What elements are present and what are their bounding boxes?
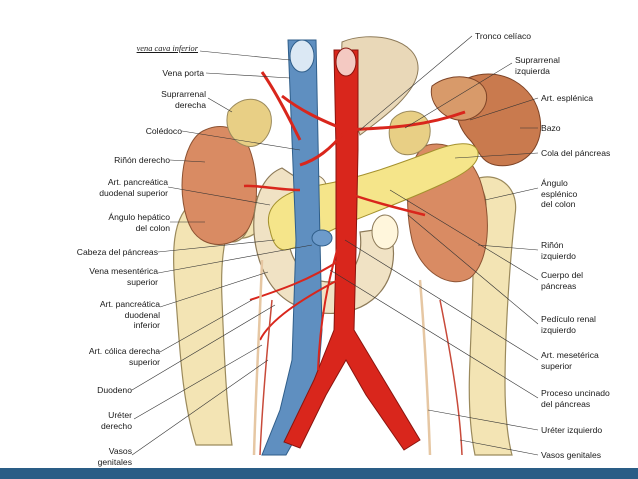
renal-vessels — [243, 184, 426, 217]
label-cola-pancreas: Cola del páncreas — [541, 148, 611, 158]
label-art-pancreatica-duodenal-superior: Art. pancreática duodenal superior — [99, 177, 168, 198]
label-bazo: Bazo — [541, 123, 561, 133]
label-vena-cava-inferior: vena cava inferior — [136, 44, 198, 53]
label-tronco-celiaco: Tronco celíaco — [475, 31, 532, 41]
label-suprarrenal-derecha: Suprarrenal derecha — [161, 89, 206, 110]
label-vasos-genitales-der: Vasos genitales — [541, 450, 602, 460]
mesenteric-artery — [249, 239, 341, 371]
ureters — [252, 259, 432, 456]
label-cabeza-pancreas: Cabeza del páncreas — [76, 247, 158, 257]
label-suprarrenal-izquierda: Suprarrenal izquierda — [515, 55, 560, 76]
label-art-colica-derecha: Art. cólica derecha superior — [88, 346, 160, 367]
genital-vessels — [259, 299, 463, 456]
label-art-mesenterica: Art. mesetérica superior — [541, 350, 599, 371]
label-duodeno: Duodeno — [97, 385, 132, 395]
ivc-top — [289, 39, 315, 73]
bottom-band — [0, 468, 638, 479]
label-rinon-izquierdo: Riñón izquierdo — [541, 240, 576, 261]
label-angulo-esplenico: Ángulo esplénico del colon — [541, 178, 578, 209]
label-pediculo-renal: Pedículo renal izquierdo — [541, 314, 596, 335]
portal-vein-section — [311, 229, 333, 247]
label-cuerpo-pancreas: Cuerpo del páncreas — [541, 270, 584, 291]
right-adrenal — [226, 98, 272, 147]
label-coledoco: Colédoco — [145, 126, 182, 136]
label-proceso-uncinado: Proceso uncinado del páncreas — [541, 388, 610, 409]
label-rinon-derecho: Riñón derecho — [114, 155, 170, 165]
label-ureter-izquierdo: Uréter izquierdo — [541, 425, 603, 435]
label-vasos-genitales-izq: Vasos genitales — [97, 446, 132, 467]
label-ureter-derecho: Uréter derecho — [100, 410, 132, 431]
label-vena-mesenterica-superior: Vena mesentérica superior — [89, 266, 158, 287]
aorta-top — [335, 47, 357, 77]
aorta — [283, 49, 421, 451]
label-angulo-hepatico: Ángulo hepático del colon — [108, 212, 170, 233]
label-art-esplenica: Art. esplénica — [541, 93, 594, 103]
left-adrenal — [388, 110, 431, 156]
leader-lines — [131, 35, 539, 456]
jejunum-opening — [371, 214, 399, 250]
celiac-branches — [260, 71, 466, 167]
label-art-pancreatica-duodenal-inferior: Art. pancreática duodenal inferior — [99, 299, 160, 330]
spleen-upper — [430, 76, 488, 121]
label-vena-porta: Vena porta — [162, 68, 204, 78]
